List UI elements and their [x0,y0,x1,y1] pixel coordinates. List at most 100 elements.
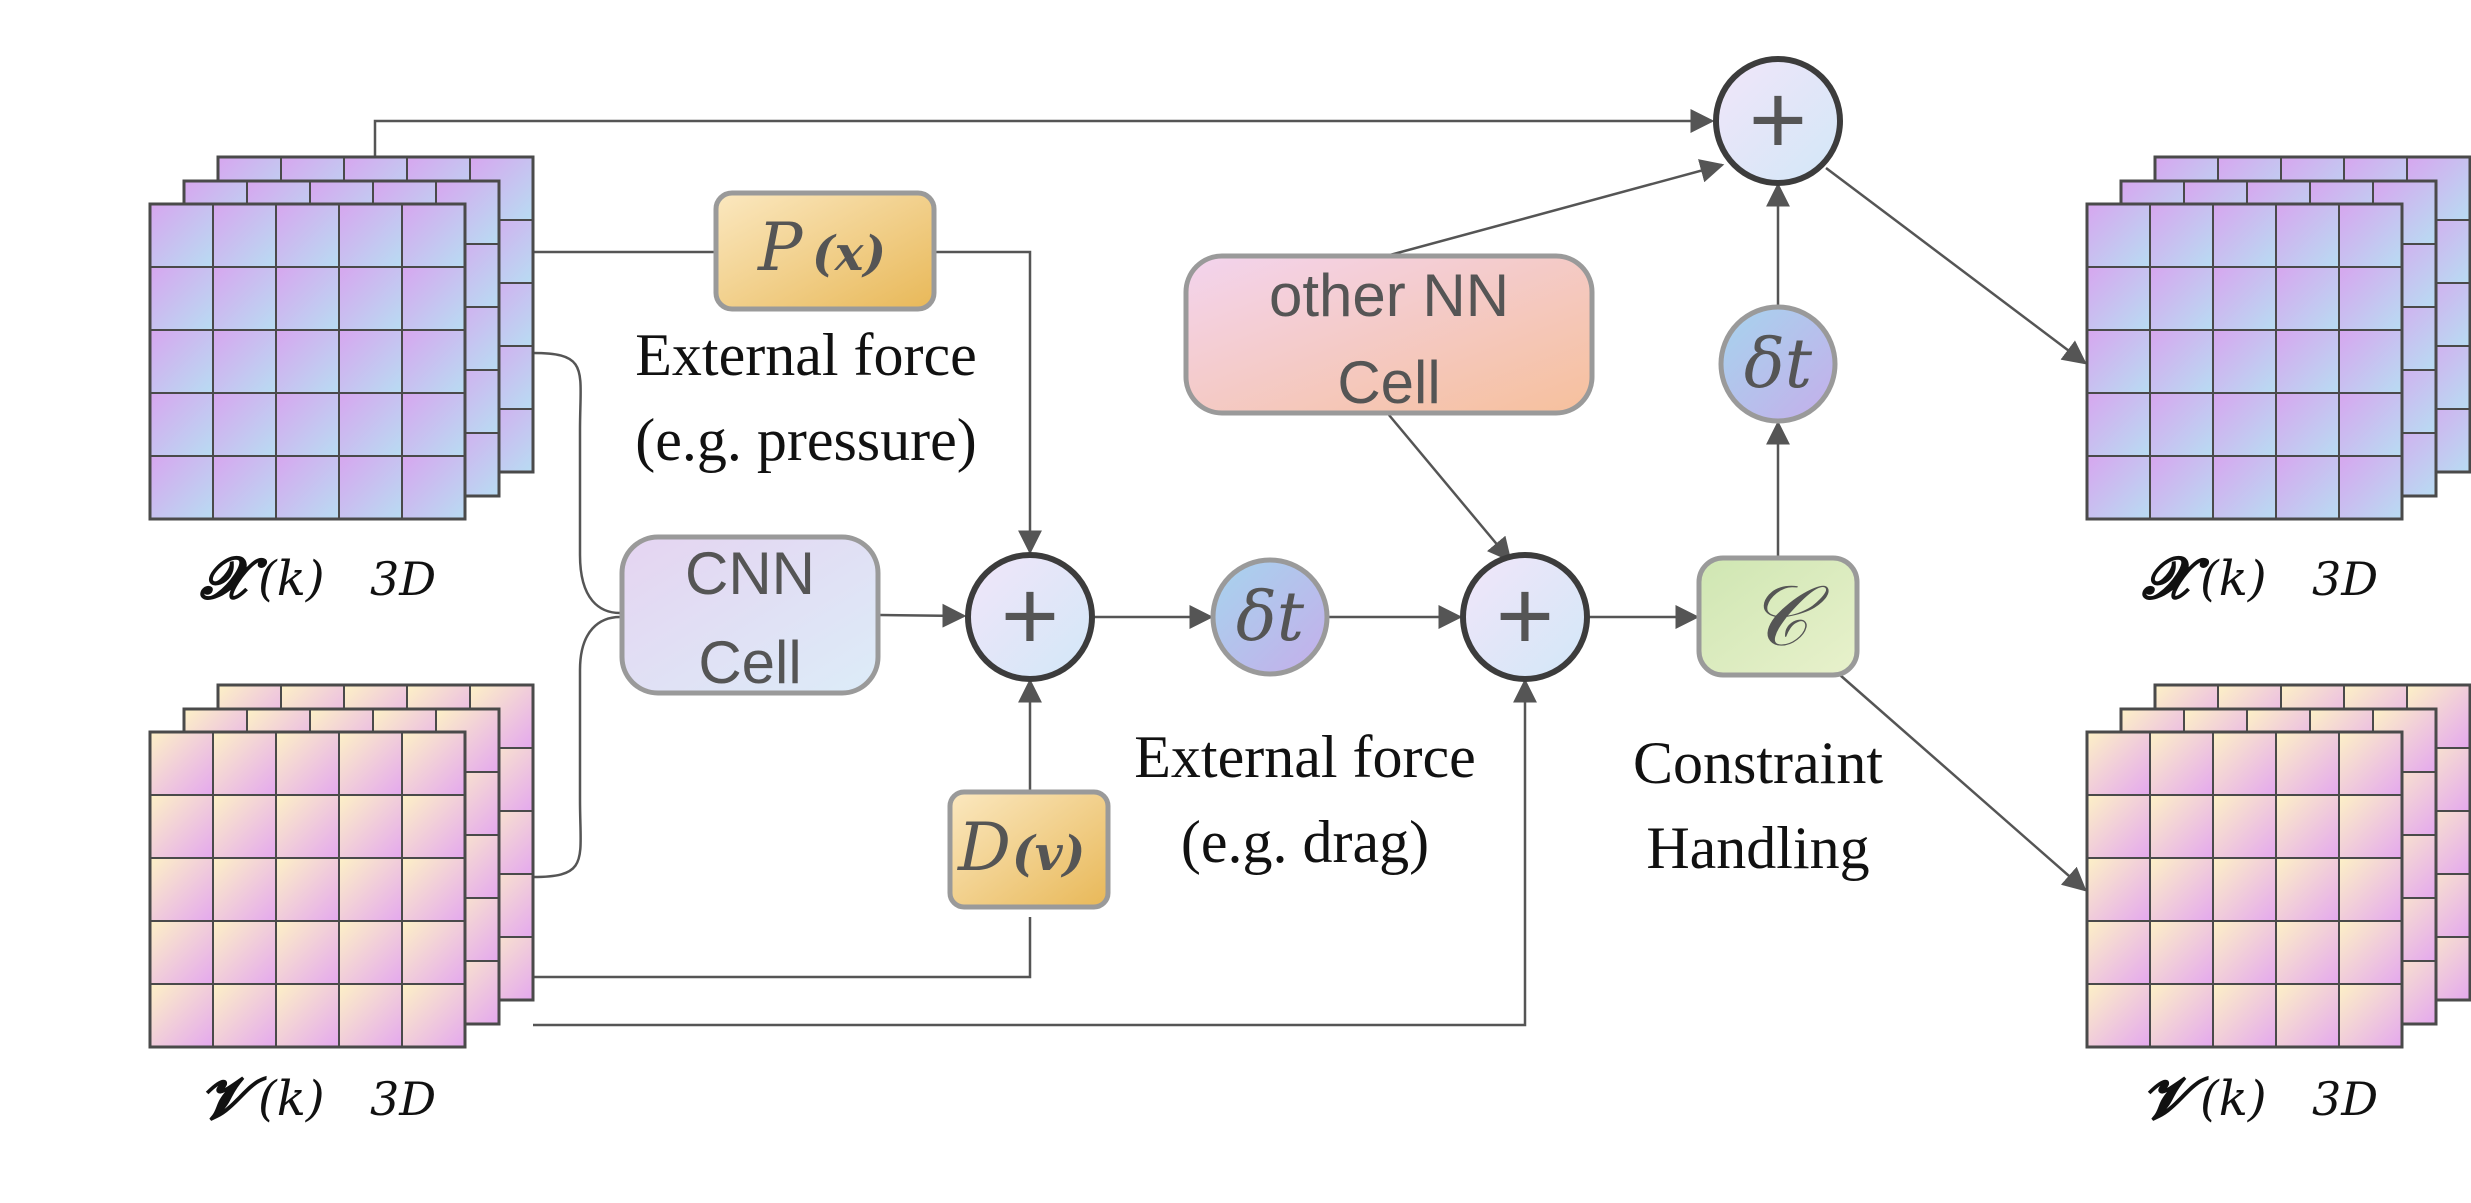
v-output-grid-layer-3 [2085,730,2404,1049]
v-input-grid-layer-border [148,730,467,1049]
edge-x-to-cnn [532,351,621,615]
v-output-grid-cell [2149,794,2214,859]
x-output-grid-cell [2338,329,2403,394]
sum-node-2: + [1460,552,1590,682]
edge-constraint-to-v-output [1839,674,2087,892]
v-input-grid-cell [212,857,277,922]
x-output-grid-cell [2212,266,2277,331]
v-input-grid-cell [338,983,403,1048]
v-input-grid-cell [275,794,340,859]
v-input-grid-cell [149,920,214,985]
x-input-grid-cell [212,203,277,268]
v-output-grid-cell [2086,731,2151,796]
sum-node-final-circle [1713,56,1843,186]
x-input-grid-stack [148,155,535,521]
v-input-grid-cell [401,983,466,1048]
x-input-grid-cell [338,203,403,268]
edge-pressure-to-plus1 [934,250,1042,555]
v-output-grid-cell [2212,731,2277,796]
x-input-grid-cell [149,329,214,394]
v-output-grid-cell [2338,794,2403,859]
v-output-index: (k) [2200,1071,2267,1127]
v-output-grid-cell [2275,983,2340,1048]
x-input-grid-cell [401,455,466,520]
v-output-grid-cell [2086,794,2151,859]
v-output-symbol: 𝓥 [2142,1064,2209,1132]
v-output-grid-cell [2149,920,2214,985]
v-input-grid-cell [149,731,214,796]
x-output-grid-cell [2086,203,2151,268]
pressure-func-symbol: P [757,209,804,286]
x-input-grid-cell [401,329,466,394]
v-input-grid-cell [401,857,466,922]
v-input-grid-cell [212,920,277,985]
v-output-grid-cell [2212,983,2277,1048]
x-output-label: 𝓧 (k) 3D [2141,544,2378,612]
cnn-cell-box: CNN Cell [619,534,881,696]
v-output-grid-cell [2338,857,2403,922]
edge-v-skip-to-plus2 [533,678,1537,1027]
v-input-grid-cell [338,794,403,859]
v-input-grid-cell [401,794,466,859]
x-input-grid-cell [149,455,214,520]
x-output-grid-cell [2149,455,2214,520]
other-nn-cell-line1: other NN [1269,262,1509,329]
v-input-index: (k) [258,1071,325,1127]
x-input-grid-cell [149,266,214,331]
x-output-grid-cell [2338,455,2403,520]
v-input-grid-cell [149,857,214,922]
edge-x-skip-to-final-plus [373,109,1715,158]
edge-v-to-cnn [532,615,621,879]
drag-caption-line2: (e.g. drag) [1181,809,1429,875]
x-output-grid-cell [2086,455,2151,520]
pressure-function-box: P (x) [713,190,937,312]
v-output-grid-cell [2212,857,2277,922]
x-output-grid-layer-border [2085,202,2404,521]
x-output-grid-cell [2338,203,2403,268]
v-output-grid-cell [2275,920,2340,985]
v-input-symbol: 𝓥 [200,1064,267,1132]
x-input-grid-cell [275,329,340,394]
x-output-grid-cell [2086,329,2151,394]
v-input-grid-cell [275,920,340,985]
v-input-grid-cell [338,857,403,922]
constraint-caption-line2: Handling [1646,815,1869,881]
v-input-grid-cell [275,731,340,796]
v-output-grid-cell [2275,857,2340,922]
v-output-grid-cell [2338,920,2403,985]
x-input-grid-cell [338,329,403,394]
v-input-grid-cell [338,731,403,796]
delta-t-node-1: δt [1210,557,1330,677]
sum-node-2-circle [1460,552,1590,682]
x-output-grid-cell [2338,392,2403,457]
x-output-grid-cell [2149,392,2214,457]
x-input-grid-cell [149,203,214,268]
constraint-box-shape [1696,555,1860,678]
v-output-grid-cell [2338,983,2403,1048]
delta-t-node-1-label: δt [1236,578,1305,657]
x-output-grid-layer-3 [2085,202,2404,521]
x-input-grid-cell [275,266,340,331]
v-output-dim: 3D [2312,1072,2378,1126]
v-output-grid-cell [2086,920,2151,985]
edge-other-nn-to-plus2 [1388,414,1512,562]
x-output-grid-cell [2149,329,2214,394]
v-output-grid-cell [2275,794,2340,859]
delta-t-node-2: δt [1718,304,1838,424]
x-input-grid-layer-3 [148,202,467,521]
v-input-grid-cell [275,983,340,1048]
x-input-grid-cell [338,266,403,331]
v-output-grid-cell [2086,983,2151,1048]
v-output-grid-cell [2149,983,2214,1048]
v-input-grid-cell [212,794,277,859]
other-nn-cell-box: other NN Cell [1183,253,1595,416]
edge-other-nn-to-final-plus [1389,159,1725,257]
v-input-dim: 3D [370,1072,436,1126]
x-output-grid-cell [2275,392,2340,457]
v-input-grid-cell [149,794,214,859]
v-output-grid-stack [2085,683,2471,1049]
v-input-grid-cell [401,920,466,985]
x-input-grid-cell [212,392,277,457]
sum-node-1: + [965,552,1095,682]
v-output-grid-layer-border [2085,730,2404,1049]
